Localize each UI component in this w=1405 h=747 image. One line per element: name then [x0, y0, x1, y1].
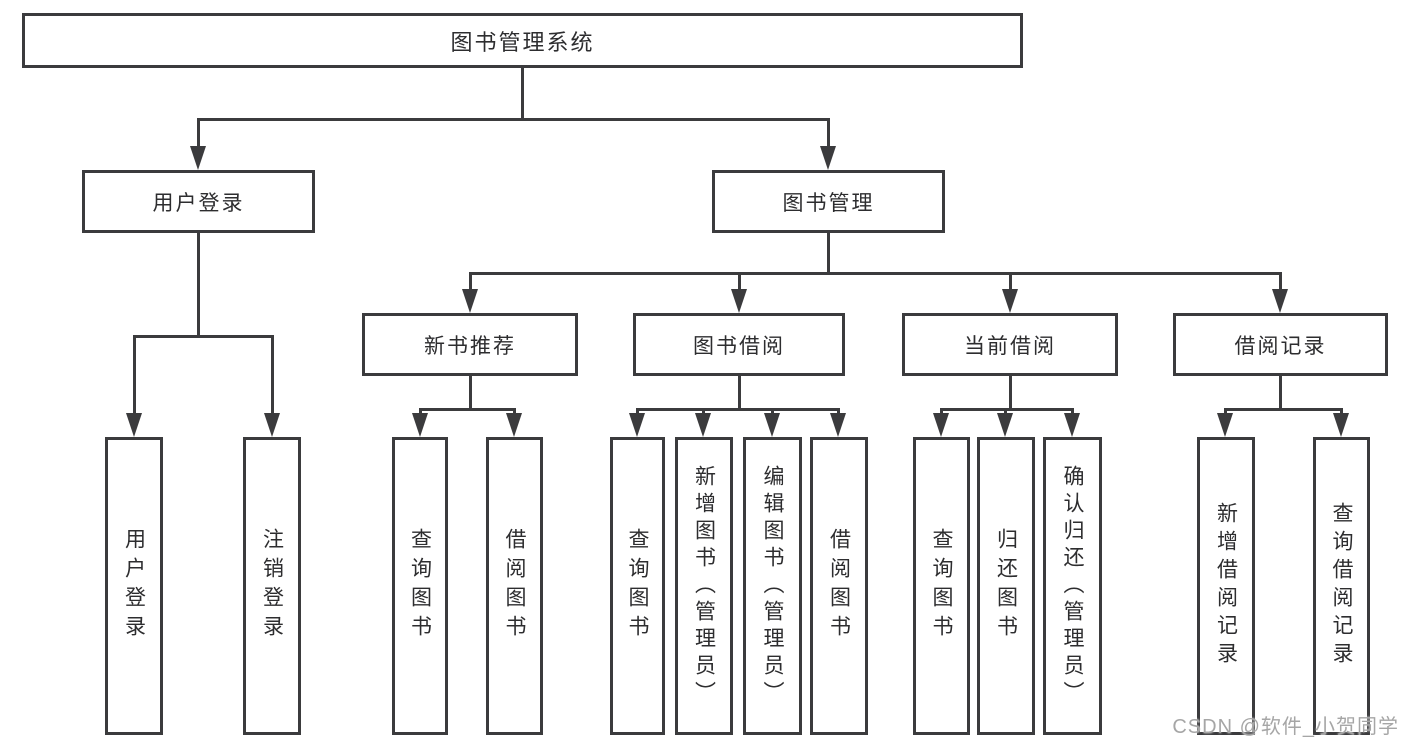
leaf-borrow-borrow-book: 借阅图书 — [810, 437, 868, 735]
edge-drop-bb-borrow — [837, 408, 840, 416]
edge-book-borrow-rail — [636, 408, 840, 411]
leaf-current-query-book: 查询图书 — [913, 437, 970, 735]
edge-drop-cb-return — [1004, 408, 1007, 416]
arrowhead-book-borrow — [731, 289, 747, 313]
arrowhead-nb-borrow — [506, 413, 522, 437]
edge-drop-current-borrow — [1009, 272, 1012, 292]
arrowhead-leaf-logout-login — [264, 413, 280, 437]
edge-drop-user-login — [197, 118, 200, 150]
leaf-newbook-query-book: 查询图书 — [392, 437, 448, 735]
node-user-login: 用户登录 — [82, 170, 315, 233]
csdn-watermark: CSDN @软件_小贺同学 — [1172, 716, 1399, 738]
edge-root-stub — [521, 68, 524, 118]
edge-drop-leaf-logout-login — [271, 335, 274, 417]
arrowhead-br-add — [1217, 413, 1233, 437]
leaf-current-confirm-return-admin: 确认归还（管理员） — [1043, 437, 1102, 735]
edge-user-login-stub — [197, 233, 200, 335]
leaf-current-return-book: 归还图书 — [977, 437, 1035, 735]
edge-drop-bb-edit — [771, 408, 774, 416]
edge-drop-br-query — [1340, 408, 1343, 416]
edge-root-rail — [197, 118, 830, 121]
edge-drop-cb-confirm — [1071, 408, 1074, 416]
edge-drop-bb-add — [702, 408, 705, 416]
edge-drop-br-add — [1224, 408, 1227, 416]
arrowhead-current-borrow — [1002, 289, 1018, 313]
edge-drop-book-management — [827, 118, 830, 150]
edge-drop-new-book-recommend — [469, 272, 472, 292]
arrowhead-nb-query — [412, 413, 428, 437]
arrowhead-bb-query — [629, 413, 645, 437]
edge-book-management-rail — [469, 272, 1282, 275]
edge-book-borrow-stub — [738, 376, 741, 408]
edge-borrow-record-rail — [1224, 408, 1343, 411]
edge-user-login-rail — [133, 335, 274, 338]
edge-new-book-stub — [469, 376, 472, 408]
node-book-borrow: 图书借阅 — [633, 313, 845, 376]
edge-drop-book-borrow — [738, 272, 741, 292]
edge-drop-cb-query — [940, 408, 943, 416]
arrowhead-cb-query — [933, 413, 949, 437]
arrowhead-book-management — [820, 146, 836, 170]
leaf-borrow-add-book-admin: 新增图书（管理员） — [675, 437, 733, 735]
edge-drop-nb-borrow — [513, 408, 516, 416]
edge-drop-bb-query — [636, 408, 639, 416]
arrowhead-br-query — [1333, 413, 1349, 437]
arrowhead-bb-edit — [764, 413, 780, 437]
arrowhead-borrow-record — [1272, 289, 1288, 313]
node-book-management: 图书管理 — [712, 170, 945, 233]
leaf-borrow-edit-book-admin: 编辑图书（管理员） — [743, 437, 802, 735]
leaf-record-query-borrow-record: 查询借阅记录 — [1313, 437, 1370, 735]
leaf-record-add-borrow-record: 新增借阅记录 — [1197, 437, 1255, 735]
edge-current-borrow-stub — [1009, 376, 1012, 408]
arrowhead-cb-return — [997, 413, 1013, 437]
node-root: 图书管理系统 — [22, 13, 1023, 68]
node-current-borrow: 当前借阅 — [902, 313, 1118, 376]
edge-drop-leaf-user-login — [133, 335, 136, 417]
edge-current-borrow-rail — [940, 408, 1074, 411]
arrowhead-new-book-recommend — [462, 289, 478, 313]
leaf-borrow-query-book: 查询图书 — [610, 437, 665, 735]
edge-new-book-rail — [419, 408, 516, 411]
arrowhead-cb-confirm — [1064, 413, 1080, 437]
edge-book-management-stub — [827, 233, 830, 272]
leaf-logout-login: 注销登录 — [243, 437, 301, 735]
node-new-book-recommend: 新书推荐 — [362, 313, 578, 376]
edge-borrow-record-stub — [1279, 376, 1282, 408]
arrowhead-bb-add — [695, 413, 711, 437]
edge-drop-borrow-record — [1279, 272, 1282, 292]
leaf-newbook-borrow-book: 借阅图书 — [486, 437, 543, 735]
arrowhead-bb-borrow — [830, 413, 846, 437]
node-borrow-record: 借阅记录 — [1173, 313, 1388, 376]
arrowhead-user-login — [190, 146, 206, 170]
edge-drop-nb-query — [419, 408, 422, 416]
arrowhead-leaf-user-login — [126, 413, 142, 437]
leaf-user-login: 用户登录 — [105, 437, 163, 735]
